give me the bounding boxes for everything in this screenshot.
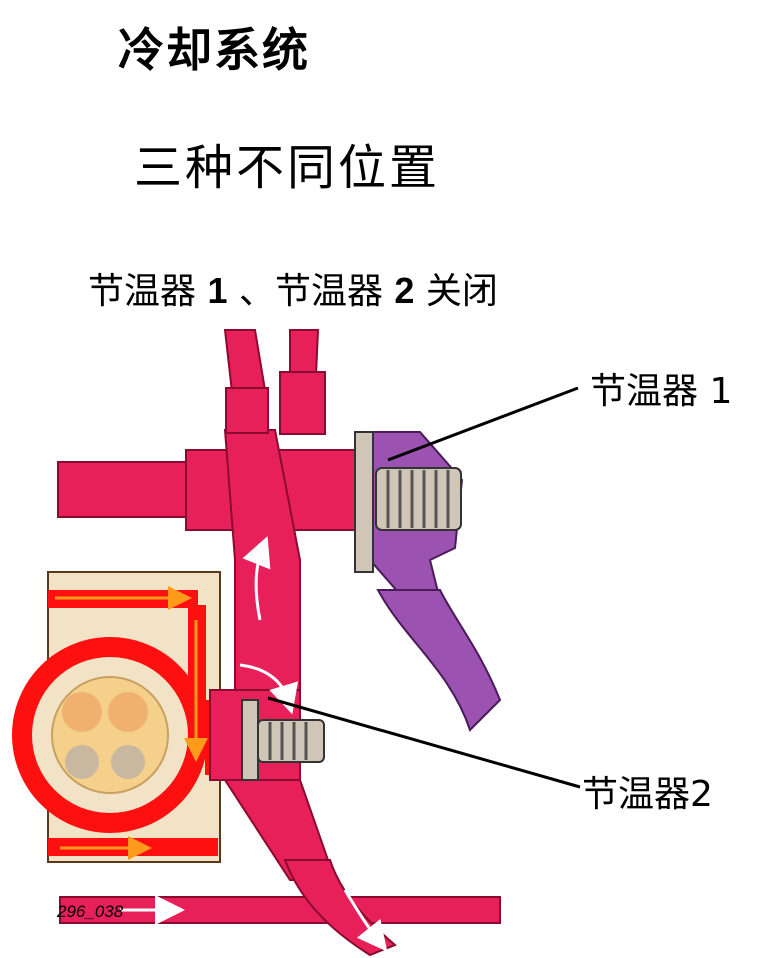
caption-sep: 、节温器 [238,271,383,312]
page-title: 冷却系统 [118,23,310,77]
engine-block [12,571,250,863]
lower-pipe [59,896,501,924]
leader-line-2 [267,696,581,789]
caption-num1: 1 [207,270,228,311]
leader-line-1 [387,386,579,462]
upper-pipe [57,449,362,531]
figure-id: 296_038 [57,902,124,921]
top-hoses [223,329,326,435]
state-caption: 节温器 1 、节温器 2 关闭 [88,262,498,314]
thermostat-1-label: 节温器 1 [590,371,733,412]
caption-num2: 2 [394,270,415,311]
thermostat-2-label: 节温器2 [582,774,713,815]
thermostat-2 [241,699,325,781]
spring-1 [375,467,462,531]
caption-prefix: 节温器 [88,271,197,312]
page-subtitle: 三种不同位置 [134,140,441,196]
thermostat-1 [354,431,502,732]
caption-suffix: 关闭 [425,271,498,312]
